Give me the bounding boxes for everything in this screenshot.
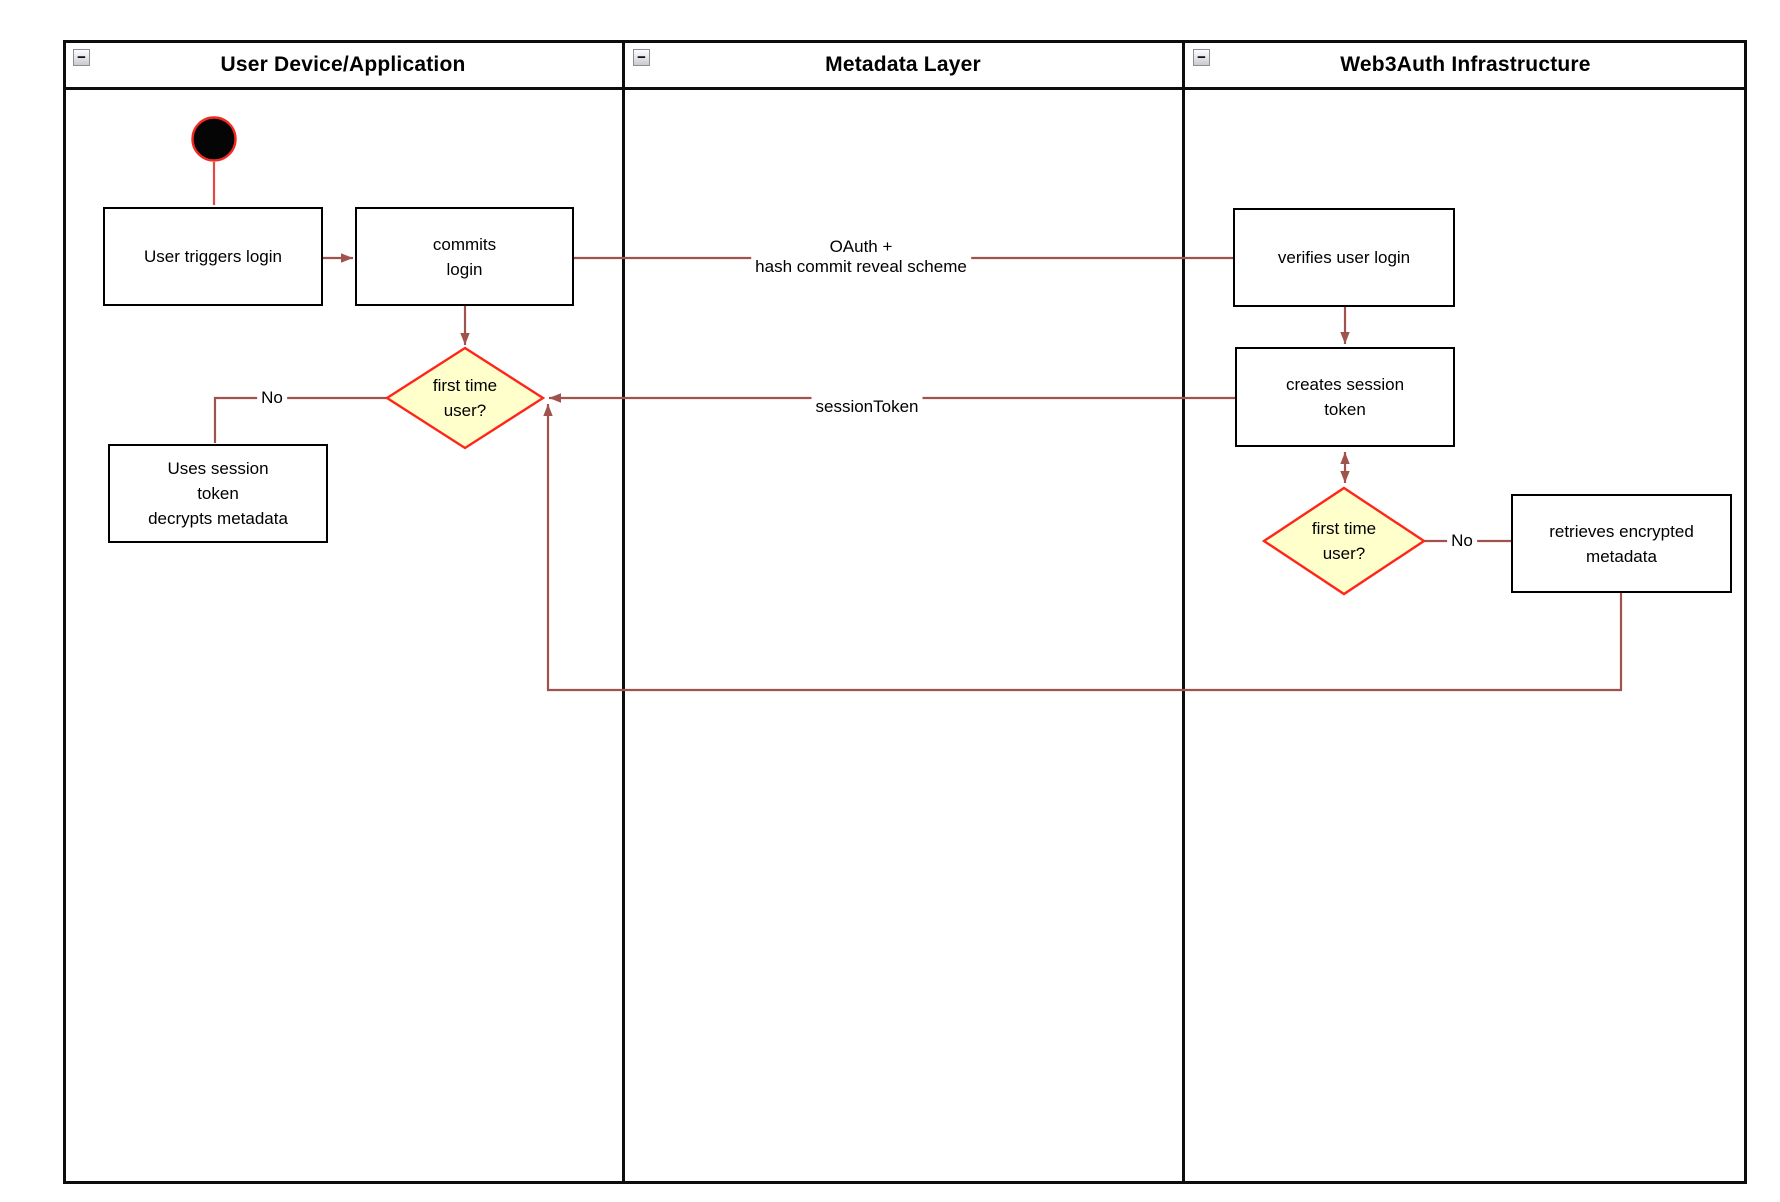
start-node[interactable] (191, 116, 237, 162)
pool-border (63, 40, 1747, 1184)
lane-header-web3auth: − Web3Auth Infrastructure (1184, 43, 1747, 87)
lane-divider-1 (622, 43, 625, 1184)
node-verifies-user-login[interactable]: verifies user login (1233, 208, 1455, 307)
node-label: verifies user login (1277, 248, 1411, 267)
node-retrieves-encrypted-metadata[interactable]: retrieves encrypted metadata (1511, 494, 1732, 593)
node-uses-session-token[interactable]: Uses session token decrypts metadata (108, 444, 328, 543)
lane-divider-2 (1182, 43, 1185, 1184)
collapse-lane-button[interactable]: − (633, 49, 650, 66)
node-user-triggers-login[interactable]: User triggers login (103, 207, 323, 306)
node-label: User triggers login (144, 247, 282, 266)
edge-label-oauth[interactable]: OAuth + hash commit reveal scheme (751, 236, 971, 278)
lane-title: Metadata Layer (825, 53, 981, 76)
node-commits-login[interactable]: commits login (355, 207, 574, 306)
lane-header-separator (63, 87, 1747, 90)
node-label: commits login (432, 234, 497, 279)
node-label: Uses session token decrypts metadata (148, 459, 288, 528)
node-label: retrieves encrypted metadata (1549, 521, 1694, 566)
node-creates-session-token[interactable]: creates session token (1235, 347, 1455, 447)
collapse-lane-button[interactable]: − (1193, 49, 1210, 66)
lane-header-user-device: − User Device/Application (64, 43, 622, 87)
edge-label-no-right[interactable]: No (1447, 530, 1477, 552)
edge-retrieves-feedback[interactable] (543, 404, 1623, 692)
lane-title: User Device/Application (220, 53, 466, 76)
node-label: creates session token (1285, 375, 1405, 419)
collapse-lane-button[interactable]: − (73, 49, 90, 66)
lane-title: Web3Auth Infrastructure (1340, 53, 1591, 76)
decision-first-time-user-left[interactable] (384, 346, 546, 450)
edge-label-no-left[interactable]: No (257, 387, 287, 409)
edge-no-to-uses-session[interactable] (213, 396, 387, 443)
edge-label-session-token[interactable]: sessionToken (811, 396, 923, 418)
lane-header-metadata-layer: − Metadata Layer (624, 43, 1182, 87)
decision-first-time-user-right[interactable] (1261, 486, 1427, 596)
